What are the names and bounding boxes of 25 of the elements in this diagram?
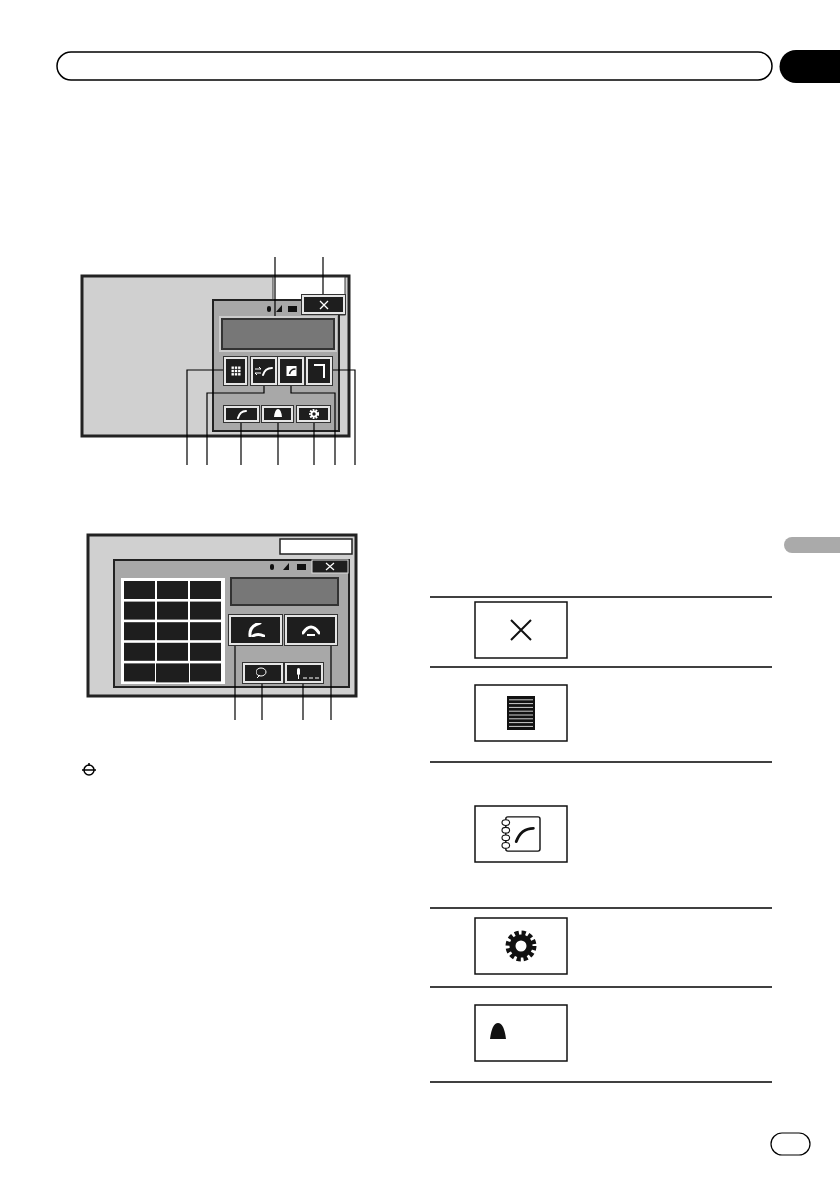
- keypad-button: [224, 357, 247, 385]
- transfer-button: [251, 357, 277, 385]
- phonebook-button: [278, 357, 304, 385]
- display-panel: [221, 318, 335, 350]
- leader-line: [277, 421, 279, 466]
- leader-line: [234, 644, 236, 721]
- close-button: [302, 295, 345, 314]
- leader-line: [322, 256, 324, 296]
- leader-line: [240, 421, 242, 466]
- bell-button: [262, 406, 293, 422]
- leader-line: [186, 369, 225, 466]
- corner-button: [306, 357, 332, 385]
- leader-line: [302, 682, 304, 721]
- leader-line: [330, 644, 332, 721]
- settings-button: [297, 406, 330, 422]
- leader-line: [313, 421, 315, 466]
- leader-line: [261, 682, 263, 721]
- hang-up-button: [285, 615, 337, 645]
- phone-button: [224, 406, 259, 422]
- voice-button: [243, 663, 283, 683]
- leader-line: [274, 256, 276, 319]
- leader-line: [290, 384, 336, 466]
- leader-line: [206, 384, 265, 466]
- call-button: [229, 615, 282, 645]
- leader-line: [331, 369, 356, 466]
